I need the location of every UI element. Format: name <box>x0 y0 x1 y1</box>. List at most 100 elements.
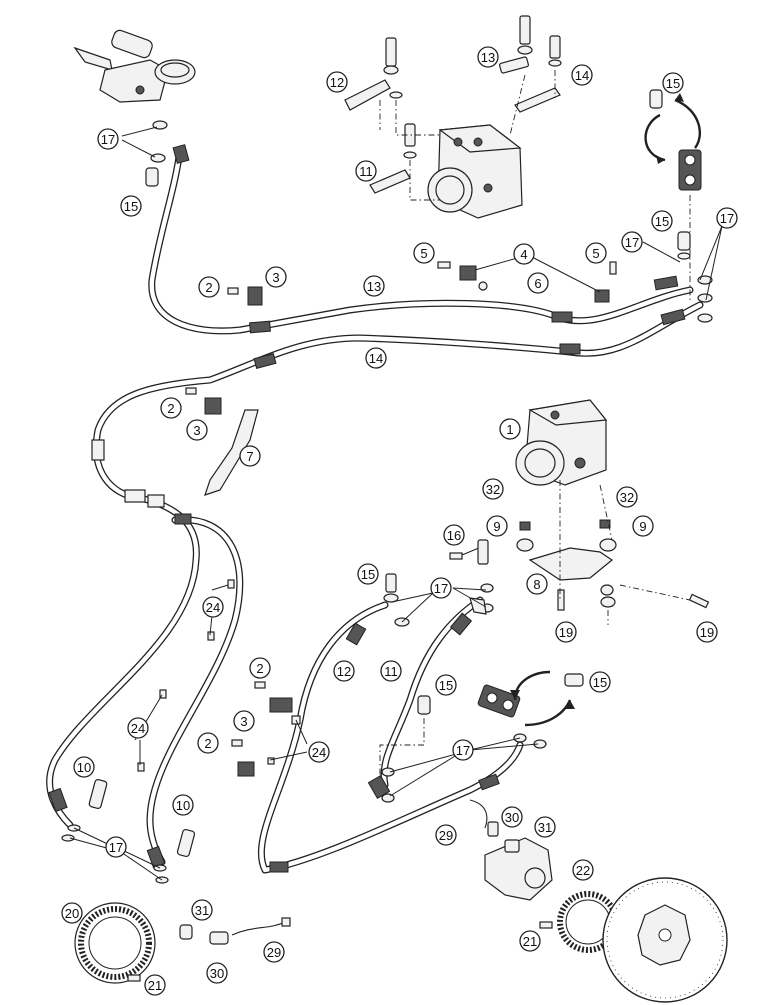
callout-32: 32 <box>616 486 638 508</box>
callout-30: 30 <box>501 806 523 828</box>
callout-17: 17 <box>97 128 119 150</box>
rotation-arrow-top <box>644 113 666 162</box>
bracket-7 <box>204 409 259 496</box>
callout-circle <box>555 621 577 643</box>
callout-number: 20 <box>65 906 79 921</box>
callout-10: 10 <box>73 756 95 778</box>
callout-circle <box>61 902 83 924</box>
callout-number: 15 <box>361 567 375 582</box>
callout-circle <box>365 347 387 369</box>
callout-number: 30 <box>210 966 224 981</box>
callout-circle <box>308 741 330 763</box>
callout-circle <box>357 563 379 585</box>
callout-number: 5 <box>420 246 427 261</box>
callout-15: 15 <box>651 210 673 232</box>
callout-circle <box>202 596 224 618</box>
callout-circle <box>206 962 228 984</box>
callout-number: 14 <box>575 68 589 83</box>
speed-sensor-16 <box>449 539 489 565</box>
callout-32: 32 <box>482 478 504 500</box>
callout-8: 8 <box>526 573 548 595</box>
callout-number: 31 <box>538 820 552 835</box>
front-caliper-banjos <box>61 778 196 884</box>
callout-number: 15 <box>593 675 607 690</box>
callout-number: 17 <box>625 235 639 250</box>
callout-circle <box>191 899 213 921</box>
rotation-arrow-bottom <box>513 670 551 701</box>
callout-22: 22 <box>572 859 594 881</box>
callout-circle <box>413 242 435 264</box>
callout-17: 17 <box>105 836 127 858</box>
callout-circle <box>571 64 593 86</box>
callout-number: 10 <box>77 760 91 775</box>
callout-number: 15 <box>124 199 138 214</box>
callout-number: 11 <box>384 664 398 679</box>
callout-circle <box>172 794 194 816</box>
callout-circle <box>527 272 549 294</box>
callout-number: 3 <box>240 714 247 729</box>
callout-3: 3 <box>265 266 287 288</box>
callout-19: 19 <box>555 621 577 643</box>
callout-number: 9 <box>639 519 646 534</box>
callout-circle <box>144 974 166 996</box>
callout-number: 1 <box>506 422 513 437</box>
callout-circle <box>105 836 127 858</box>
callout-12: 12 <box>333 660 355 682</box>
callout-6: 6 <box>527 272 549 294</box>
callout-29: 29 <box>263 941 285 963</box>
callout-circle <box>435 824 457 846</box>
callout-21: 21 <box>519 930 541 952</box>
callout-circle <box>97 128 119 150</box>
callout-2: 2 <box>160 397 182 419</box>
hose-14 <box>92 301 704 502</box>
callout-12: 12 <box>326 71 348 93</box>
callout-number: 2 <box>167 401 174 416</box>
callout-15: 15 <box>589 671 611 693</box>
callout-number: 14 <box>369 351 383 366</box>
callout-29: 29 <box>435 824 457 846</box>
callout-circle <box>73 756 95 778</box>
callout-circle <box>265 266 287 288</box>
hose-clamps-upper <box>185 261 617 496</box>
callout-number: 3 <box>193 423 200 438</box>
abs-unit-top <box>427 124 523 219</box>
callout-circle <box>499 418 521 440</box>
callout-circle <box>333 660 355 682</box>
callout-circle <box>534 816 556 838</box>
callout-17: 17 <box>452 739 474 761</box>
callout-number: 12 <box>337 664 351 679</box>
callout-number: 22 <box>576 863 590 878</box>
callout-24: 24 <box>127 717 149 739</box>
callout-circle <box>160 397 182 419</box>
callout-31: 31 <box>191 899 213 921</box>
callout-number: 4 <box>520 247 527 262</box>
callout-number: 31 <box>195 903 209 918</box>
callout-13: 13 <box>363 275 385 297</box>
callout-number: 29 <box>439 828 453 843</box>
callout-circle <box>380 660 402 682</box>
callout-17: 17 <box>621 231 643 253</box>
callout-2: 2 <box>198 276 220 298</box>
callout-number: 15 <box>655 214 669 229</box>
callout-21: 21 <box>144 974 166 996</box>
callout-24: 24 <box>308 741 330 763</box>
callout-number: 7 <box>246 449 253 464</box>
callout-24: 24 <box>202 596 224 618</box>
callout-circle <box>127 717 149 739</box>
callout-2: 2 <box>197 732 219 754</box>
sensor-cable-29 <box>469 799 488 829</box>
callout-number: 10 <box>176 798 190 813</box>
callout-circle <box>621 231 643 253</box>
callout-number: 32 <box>486 482 500 497</box>
callout-14: 14 <box>365 347 387 369</box>
callout-circle <box>513 243 535 265</box>
callout-31: 31 <box>534 816 556 838</box>
callout-circle <box>263 941 285 963</box>
callout-circle <box>430 577 452 599</box>
callout-number: 8 <box>533 577 540 592</box>
callout-20: 20 <box>61 902 83 924</box>
callout-10: 10 <box>172 794 194 816</box>
callout-3: 3 <box>186 419 208 441</box>
callout-number: 13 <box>481 50 495 65</box>
